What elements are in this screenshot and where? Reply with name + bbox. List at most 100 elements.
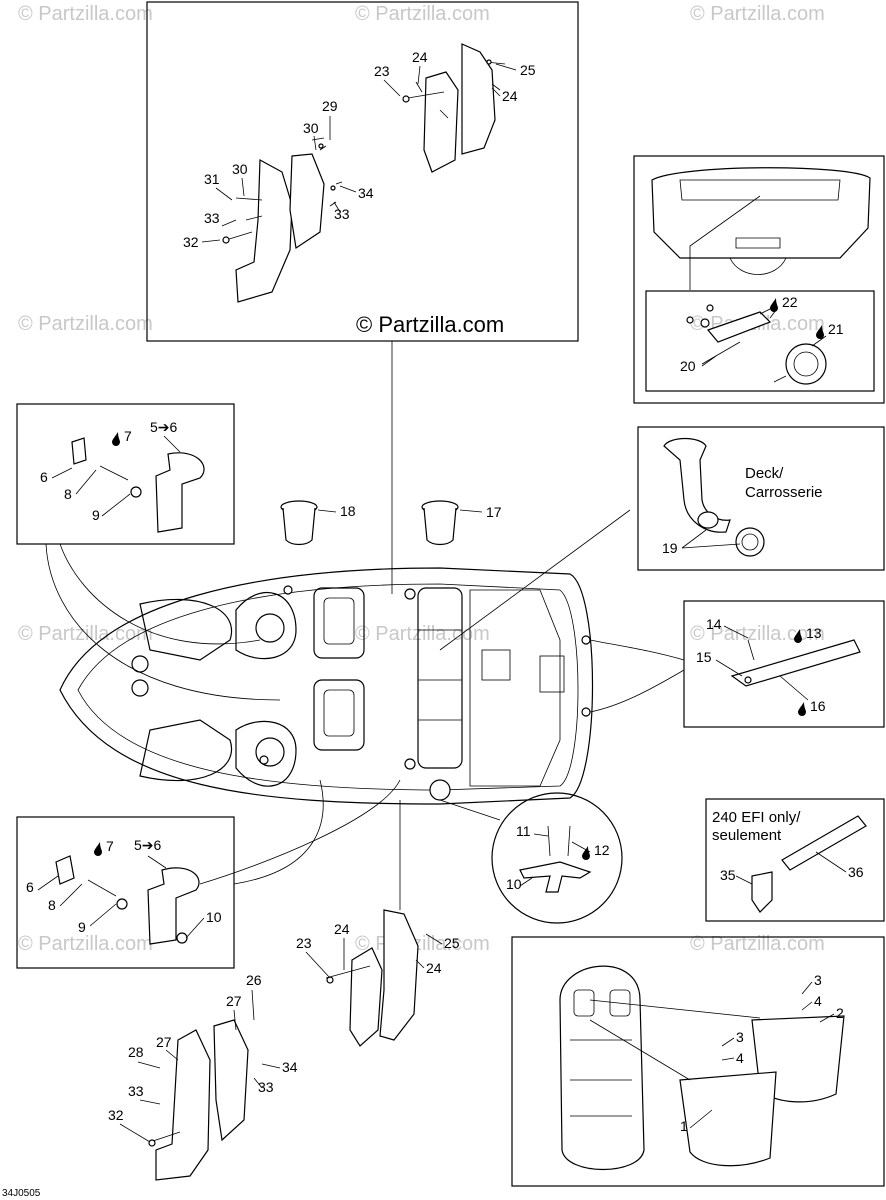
bracket-box — [683, 600, 885, 728]
watermark-text: © Partzilla.com — [18, 933, 153, 955]
callout-20: 20 — [680, 358, 696, 374]
callout-34: 34 — [282, 1059, 298, 1075]
callout-10: 10 — [206, 909, 222, 925]
watermarks: © Partzilla.com © Partzilla.com © Partzi… — [18, 3, 825, 955]
fitting-part — [751, 871, 773, 913]
watermark-text: © Partzilla.com — [690, 623, 825, 645]
callout-13: 13 — [806, 625, 822, 641]
callout-9: 9 — [92, 507, 100, 523]
callout-5-6: 5➔6 — [134, 837, 162, 853]
callout-32: 32 — [108, 1107, 124, 1123]
callout-27: 27 — [156, 1034, 172, 1050]
callout-23: 23 — [296, 935, 312, 951]
callout-4: 4 — [814, 993, 822, 1009]
callout-9: 9 — [78, 919, 86, 935]
callout-25: 25 — [444, 935, 460, 951]
handle-box-top — [16, 403, 235, 545]
watermark-text: © Partzilla.com — [355, 933, 490, 955]
drain-fitting — [663, 437, 731, 533]
callout-33: 33 — [128, 1083, 144, 1099]
callout-23: 23 — [374, 63, 390, 79]
cup-holder-18 — [280, 500, 318, 546]
notes: Deck/ Carrosserie 240 EFI only/ seulemen… — [2, 465, 823, 1199]
callout-leaders — [37, 63, 847, 1143]
callout-27: 27 — [226, 993, 242, 1009]
seulement-note: seulement — [712, 827, 782, 844]
callout-8: 8 — [64, 486, 72, 502]
callout-2: 2 — [836, 1005, 844, 1021]
bracket-part — [730, 639, 861, 687]
watermark-text: © Partzilla.com — [18, 313, 153, 335]
bolster-part — [461, 43, 496, 155]
storage-bins-box — [511, 936, 885, 1187]
callout-24: 24 — [502, 88, 518, 104]
stern-body — [651, 167, 871, 259]
callout-3: 3 — [814, 972, 822, 988]
callout-14: 14 — [706, 616, 722, 632]
callout-10: 10 — [506, 876, 522, 892]
watermark-text: © Partzilla.com — [355, 3, 490, 25]
callout-35: 35 — [720, 867, 736, 883]
bolster-part — [213, 1019, 249, 1142]
callout-31: 31 — [204, 171, 220, 187]
callout-32: 32 — [183, 234, 199, 250]
callouts: 23 24 25 24 29 30 30 31 34 33 33 32 22 2… — [26, 49, 864, 1134]
handle-cap — [71, 437, 87, 465]
callout-29: 29 — [322, 98, 338, 114]
callout-30: 30 — [232, 161, 248, 177]
tube-part — [781, 815, 867, 871]
deck-note: Deck/ — [745, 465, 784, 482]
efi-box — [705, 798, 885, 922]
callout-33: 33 — [204, 210, 220, 226]
callout-21: 21 — [828, 321, 844, 337]
watermark-text: © Partzilla.com — [18, 623, 153, 645]
leader-lines — [45, 341, 685, 910]
carrosserie-note: Carrosserie — [745, 484, 823, 501]
callout-6: 6 — [40, 469, 48, 485]
bolster-part — [349, 947, 383, 1047]
boat-top-view — [559, 965, 645, 1171]
callout-30: 30 — [303, 120, 319, 136]
bolster-part — [289, 153, 325, 250]
cleat-detail — [491, 792, 623, 924]
callout-25: 25 — [520, 62, 536, 78]
efi-only-note: 240 EFI only/ — [712, 809, 801, 826]
cup-holder-17 — [421, 500, 459, 546]
callout-11: 11 — [516, 823, 531, 839]
bottom-bolsters — [148, 909, 419, 1181]
drawing-code: 34J0505 — [2, 1188, 41, 1199]
handle-box-bottom — [16, 816, 235, 969]
stern-handle-box — [633, 155, 885, 404]
grab-handle — [785, 343, 827, 385]
callout-8: 8 — [48, 897, 56, 913]
callout-12: 12 — [594, 842, 610, 858]
callout-34: 34 — [358, 185, 374, 201]
callout-5-6: 5➔6 — [150, 419, 178, 435]
callout-7: 7 — [124, 428, 132, 444]
callout-28: 28 — [128, 1044, 144, 1060]
callout-26: 26 — [246, 972, 262, 988]
top-panel-box: © Partzilla.com — [146, 1, 579, 342]
hull-outline — [59, 567, 594, 805]
callout-24: 24 — [412, 49, 428, 65]
watermark-text: © Partzilla.com — [355, 623, 490, 645]
bolster-part — [423, 71, 459, 173]
callout-4: 4 — [736, 1050, 744, 1066]
grab-handle-part — [155, 452, 205, 533]
callout-33: 33 — [258, 1079, 274, 1095]
grab-handle-part — [147, 867, 200, 945]
callout-18: 18 — [340, 503, 356, 519]
callout-24: 24 — [426, 960, 442, 976]
callout-22: 22 — [782, 294, 798, 310]
watermark-text: © Partzilla.com — [690, 3, 825, 25]
bolster-part — [155, 1029, 211, 1181]
callout-3: 3 — [736, 1029, 744, 1045]
callout-24: 24 — [334, 921, 350, 937]
copyright-text: © Partzilla.com — [356, 312, 504, 337]
handle-base — [706, 311, 772, 343]
watermark-text: © Partzilla.com — [690, 933, 825, 955]
callout-15: 15 — [696, 649, 712, 665]
bolster-part — [235, 159, 293, 303]
hull-top-view — [59, 567, 594, 805]
